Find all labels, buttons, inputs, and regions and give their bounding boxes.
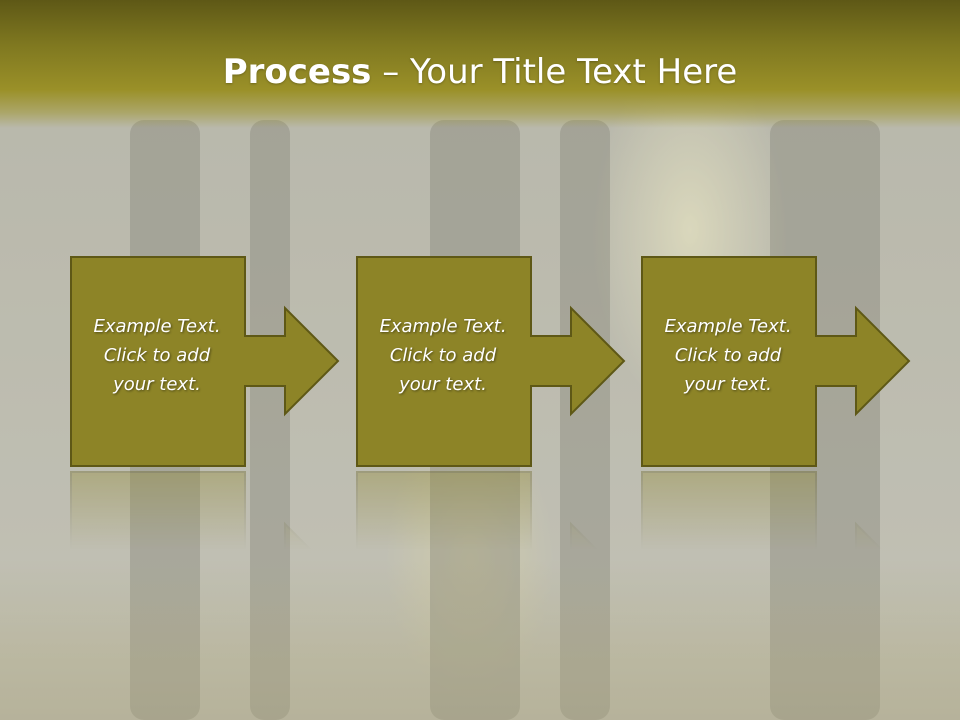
tree-trunk — [250, 120, 290, 720]
slide-title-bold: Process — [222, 52, 372, 92]
process-step-1[interactable]: Example Text. Click to add your text. — [70, 256, 342, 468]
process-step-2[interactable]: Example Text. Click to add your text. — [356, 256, 628, 468]
step-text[interactable]: Example Text. Click to add your text. — [664, 316, 792, 395]
step-arrow-shape — [70, 256, 340, 467]
step-reflection — [641, 470, 913, 550]
title-bar: Process – Your Title Text Here — [0, 0, 960, 128]
slide-title[interactable]: Process – Your Title Text Here — [0, 52, 960, 92]
tree-trunk — [560, 120, 610, 720]
step-arrow-shape — [356, 256, 626, 467]
step-reflection — [70, 470, 342, 550]
slide-title-rest: – Your Title Text Here — [371, 52, 738, 92]
step-text[interactable]: Example Text. Click to add your text. — [93, 316, 221, 395]
process-step-3[interactable]: Example Text. Click to add your text. — [641, 256, 913, 468]
step-text[interactable]: Example Text. Click to add your text. — [379, 316, 507, 395]
grass-area — [0, 560, 960, 720]
step-arrow-shape — [641, 256, 911, 467]
step-reflection — [356, 470, 628, 550]
